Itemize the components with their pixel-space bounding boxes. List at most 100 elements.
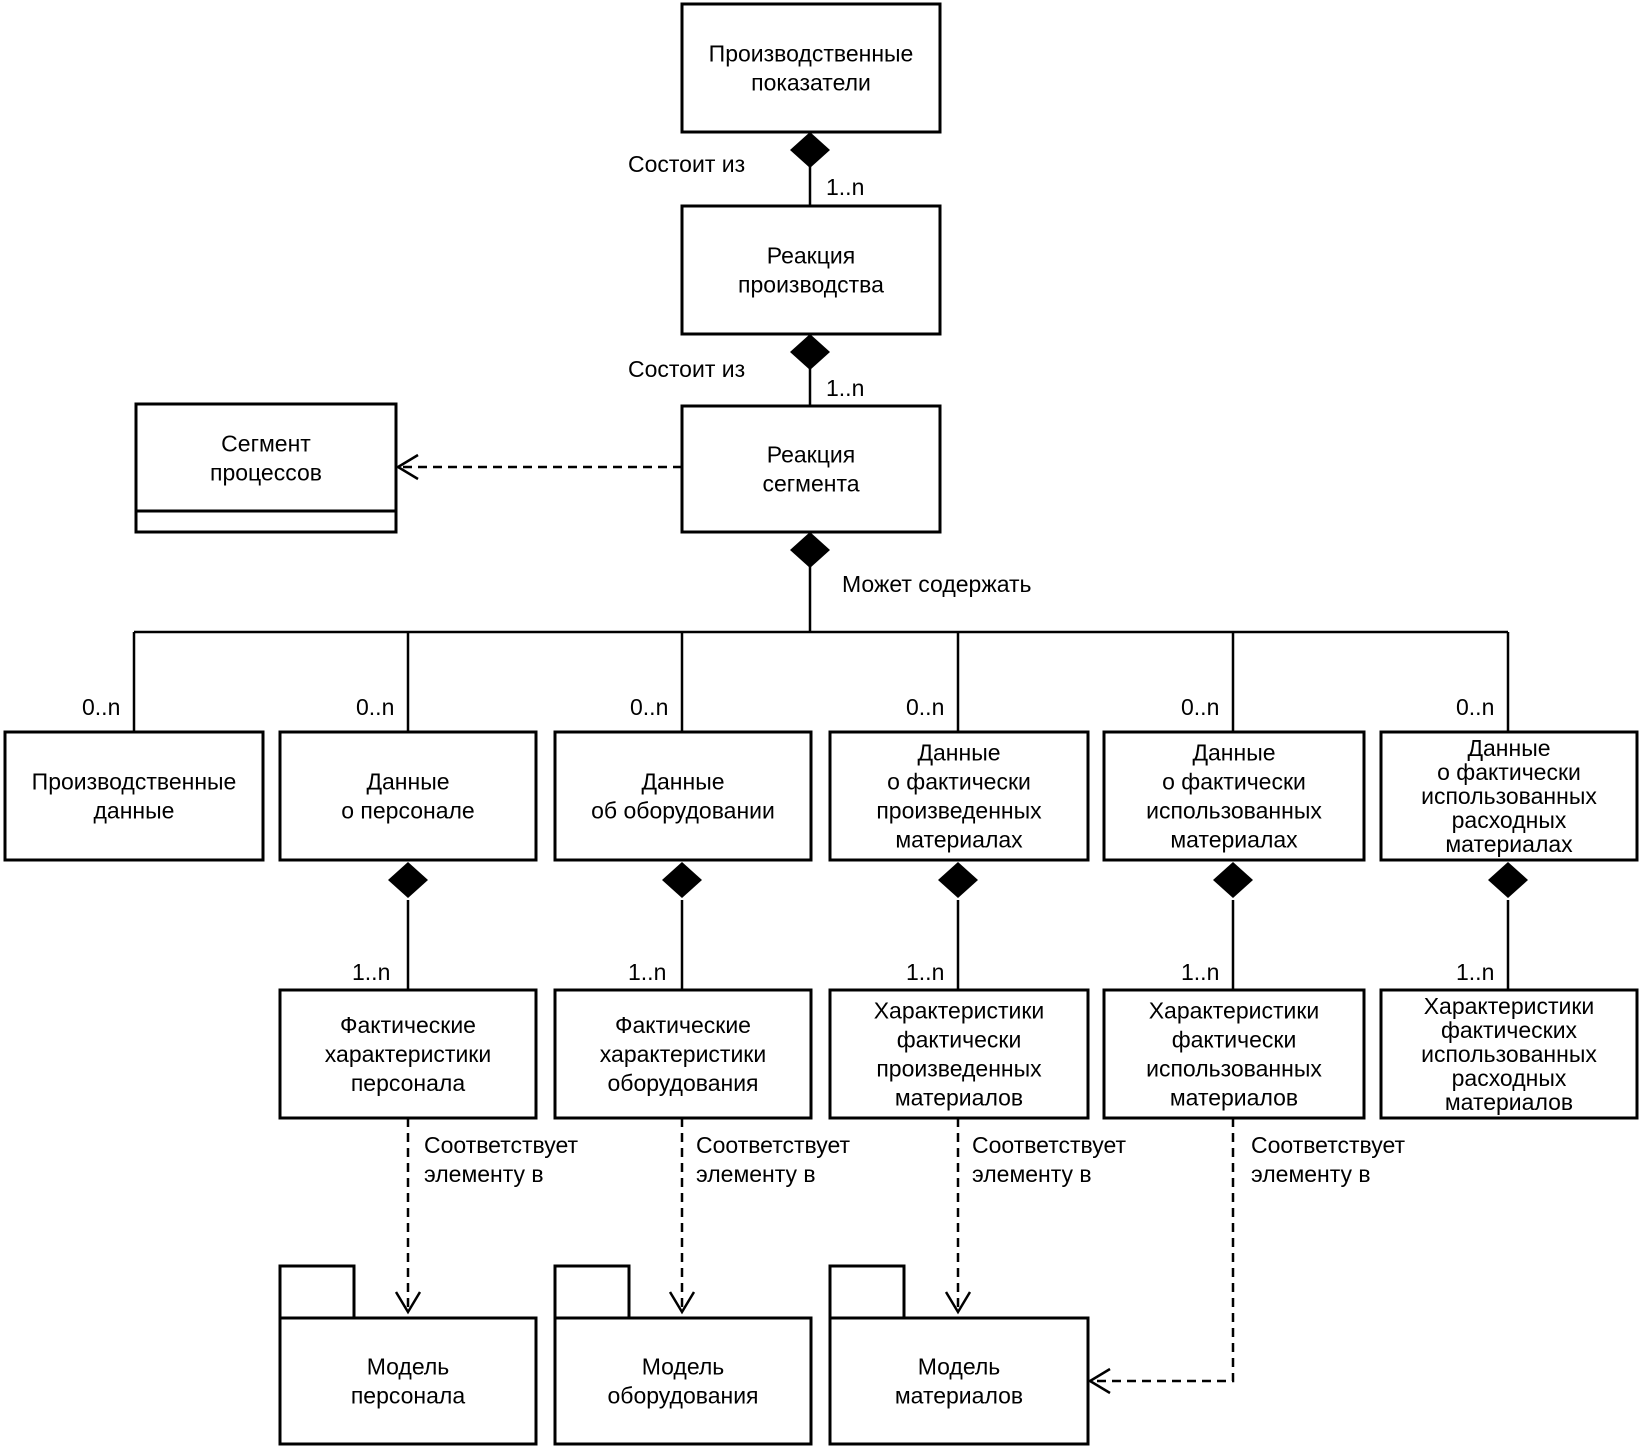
- text-production-data: Производственные данные: [32, 769, 237, 824]
- text-consumable-property-line-5: материалов: [1445, 1089, 1573, 1115]
- text-equipment-model-line-1: Модель: [642, 1354, 725, 1380]
- text-material-model-line-2: материалов: [895, 1383, 1023, 1409]
- text-material-model: Модель материалов: [895, 1354, 1023, 1409]
- text-equipment-model-line-2: оборудования: [608, 1383, 759, 1409]
- corr-personnel-arrowhead: [394, 1291, 422, 1315]
- text-production-performance-line-2: показатели: [751, 70, 871, 96]
- text-material-produced-actual-line-3: произведенных: [876, 798, 1042, 824]
- mult-consumable-actual: 0..n: [1456, 694, 1494, 720]
- text-segment-response-line-1: Реакция: [767, 442, 855, 468]
- text-personnel-property-line-2: характеристики: [325, 1041, 491, 1067]
- text-material-consumed-property-line-3: использованных: [1146, 1056, 1322, 1082]
- package-tab-material: [828, 1264, 906, 1320]
- dependency-arrowhead: [395, 453, 419, 481]
- text-equipment-property-line-3: оборудования: [608, 1070, 759, 1096]
- label-corresponds-equipment-line-1: Соответствует: [696, 1132, 851, 1158]
- label-corresponds-material-consumed-line-1: Соответствует: [1251, 1132, 1406, 1158]
- text-production-performance-line-1: Производственные: [709, 41, 914, 67]
- text-material-produced-property-line-4: материалов: [895, 1085, 1023, 1111]
- box-production-data: [3, 730, 265, 862]
- label-corresponds-material-produced-line-1: Соответствует: [972, 1132, 1127, 1158]
- text-material-produced-property-line-2: фактически: [897, 1027, 1022, 1053]
- text-process-segment-line-2: процессов: [210, 460, 322, 486]
- package-tab-equipment: [553, 1264, 631, 1320]
- text-material-produced-actual-line-1: Данные: [917, 740, 1000, 766]
- text-personnel-model-line-1: Модель: [367, 1354, 450, 1380]
- text-personnel-property: Фактические характеристики персонала: [325, 1012, 491, 1096]
- text-material-produced-property-line-3: произведенных: [876, 1056, 1042, 1082]
- package-material-model: [828, 1316, 1090, 1446]
- text-consumable-actual-line-3: использованных: [1421, 783, 1597, 809]
- text-material-consumed-actual-line-4: материалах: [1170, 827, 1298, 853]
- box-equipment-actual: [553, 730, 813, 862]
- corr-material-produced-arrowhead: [944, 1291, 972, 1315]
- diamond-personnel: [388, 862, 428, 898]
- text-personnel-model-line-2: персонала: [351, 1383, 466, 1409]
- diamond-equipment: [662, 862, 702, 898]
- text-consumable-property-line-4: расходных: [1452, 1065, 1567, 1091]
- text-segment-response: Реакция сегмента: [762, 442, 859, 497]
- text-material-produced-actual-line-2: о фактически: [887, 769, 1031, 795]
- text-material-consumed-actual-line-1: Данные: [1192, 740, 1275, 766]
- box-consumable-property: [1379, 988, 1639, 1120]
- text-production-response-line-2: производства: [738, 272, 884, 298]
- mult-production-data: 0..n: [82, 694, 120, 720]
- text-consumable-actual-line-4: расходных: [1452, 807, 1567, 833]
- text-personnel-property-line-3: персонала: [351, 1070, 466, 1096]
- label-corresponds-personnel-line-1: Соответствует: [424, 1132, 579, 1158]
- text-production-data-line-2: данные: [94, 798, 175, 824]
- text-material-consumed-actual-line-3: использованных: [1146, 798, 1322, 824]
- mult-material-produced-actual: 0..n: [906, 694, 944, 720]
- label-corresponds-equipment-line-2: элементу в: [696, 1161, 816, 1187]
- text-personnel-actual-line-2: о персонале: [341, 798, 474, 824]
- box-material-produced-property: [828, 988, 1090, 1120]
- text-consumable-actual-line-1: Данные: [1467, 735, 1550, 761]
- text-process-segment-line-1: Сегмент: [221, 431, 311, 457]
- text-material-consumed-property-line-4: материалов: [1170, 1085, 1298, 1111]
- text-process-segment: Сегмент процессов: [210, 431, 322, 486]
- mult-material-consumed-actual: 0..n: [1181, 694, 1219, 720]
- box-production-response: [680, 204, 942, 336]
- mult-material-consumed-property: 1..n: [1181, 959, 1219, 985]
- text-production-data-line-1: Производственные: [32, 769, 237, 795]
- box-material-produced-actual: [828, 730, 1090, 862]
- mult-performance-response: 1..n: [826, 174, 864, 200]
- box-production-performance: [680, 2, 942, 134]
- text-personnel-model: Модель персонала: [351, 1354, 466, 1409]
- text-material-produced-property: Характеристики фактически произведенных мат…: [874, 998, 1045, 1111]
- box-material-consumed-property: [1102, 988, 1366, 1120]
- package-personnel-model: [278, 1316, 538, 1446]
- diamond-consumable: [1488, 862, 1528, 898]
- box-segment-response: [680, 404, 942, 534]
- text-segment-response-line-2: сегмента: [762, 471, 859, 497]
- mult-equipment-actual: 0..n: [630, 694, 668, 720]
- diamond-material-consumed: [1213, 862, 1253, 898]
- box-consumable-actual: [1379, 730, 1639, 862]
- diamond-segment-response: [790, 532, 830, 568]
- diamond-material-produced: [938, 862, 978, 898]
- label-corresponds-material-produced-line-2: элементу в: [972, 1161, 1092, 1187]
- text-material-produced-actual-line-4: материалах: [895, 827, 1023, 853]
- mult-response-segment: 1..n: [826, 375, 864, 401]
- text-material-consumed-property-line-2: фактически: [1172, 1027, 1297, 1053]
- text-equipment-property-line-2: характеристики: [600, 1041, 766, 1067]
- text-consumable-property-line-2: фактических: [1441, 1017, 1578, 1043]
- corr-material-consumed: [1090, 1118, 1235, 1383]
- package-equipment-model: [553, 1316, 813, 1446]
- label-corresponds-equipment: Соответствует элементу в: [696, 1132, 851, 1187]
- text-material-produced-property-line-1: Характеристики: [874, 998, 1045, 1024]
- text-equipment-model: Модель оборудования: [608, 1354, 759, 1409]
- package-tab-personnel: [278, 1264, 356, 1320]
- label-corresponds-material-consumed-line-2: элементу в: [1251, 1161, 1371, 1187]
- text-personnel-property-line-1: Фактические: [340, 1012, 476, 1038]
- text-material-model-line-1: Модель: [918, 1354, 1001, 1380]
- mult-personnel-actual: 0..n: [356, 694, 394, 720]
